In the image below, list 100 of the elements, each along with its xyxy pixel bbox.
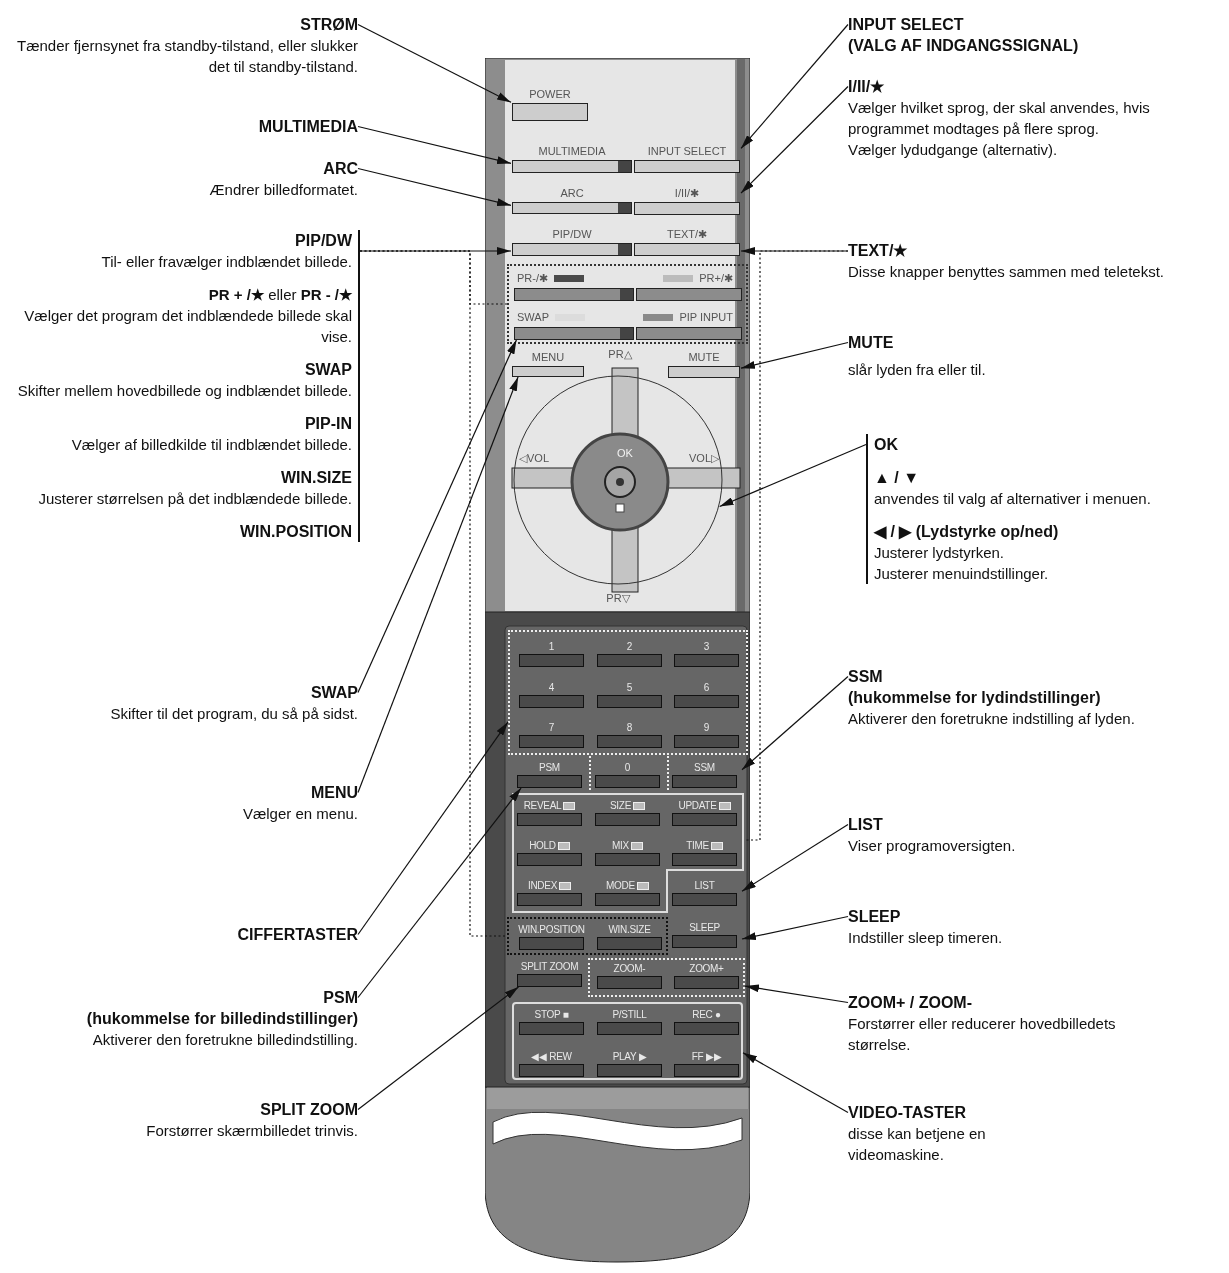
leader-arrow bbox=[742, 1052, 849, 1114]
callout-title: MENU bbox=[310, 783, 358, 803]
button-label: MUTE bbox=[688, 351, 720, 364]
button-label: SWAP bbox=[517, 311, 549, 324]
callout-title: SWAP bbox=[304, 360, 352, 380]
callout-title: VIDEO-TASTER bbox=[848, 1103, 966, 1123]
callout-title: LIST bbox=[848, 815, 883, 835]
leader-arrow bbox=[740, 23, 849, 150]
button-label: REVEAL bbox=[523, 799, 562, 812]
button-label: SPLIT ZOOM bbox=[520, 960, 579, 973]
callout-title: STRØM bbox=[300, 15, 358, 35]
callout-title: PIP/DW bbox=[295, 231, 352, 251]
pad-label: PR▽ bbox=[605, 592, 632, 605]
callout-title: SPLIT ZOOM bbox=[260, 1100, 358, 1120]
callout-text: Forstørrer eller reducerer hovedbilledets størrelse. bbox=[848, 1014, 1117, 1055]
leader-arrow bbox=[357, 376, 519, 794]
callout-title: PIP-IN bbox=[304, 414, 352, 434]
button-label: FF ▶▶ bbox=[691, 1050, 722, 1063]
button-label: INPUT SELECT bbox=[647, 145, 727, 158]
callout-text: Ændrer billedformatet. bbox=[209, 180, 358, 200]
button-group-frame bbox=[508, 630, 748, 755]
callout-title: MUTE bbox=[848, 333, 894, 353]
leader-arrow bbox=[357, 167, 512, 206]
button-group-frame bbox=[507, 917, 668, 955]
button-label: UPDATE bbox=[678, 799, 717, 812]
leader-arrow bbox=[741, 915, 849, 941]
callout-text: Vælger lydudgange (alternativ). bbox=[848, 140, 1058, 160]
leader-arrow bbox=[357, 986, 520, 1111]
button-label: 2 bbox=[626, 640, 633, 653]
button-label: ZOOM+ bbox=[689, 962, 724, 975]
button-label: PIP INPUT bbox=[679, 311, 733, 324]
leader-arrow bbox=[740, 247, 849, 255]
button-label: SIZE bbox=[610, 799, 631, 812]
button-label: ◀◀ REW bbox=[531, 1050, 572, 1063]
button-label: INDEX bbox=[527, 879, 558, 892]
button-label: SSM bbox=[694, 761, 715, 774]
callout-title: (VALG AF INDGANGSSIGNAL) bbox=[848, 36, 1079, 56]
button-label: P/STILL bbox=[612, 1008, 647, 1021]
callout-title: SLEEP bbox=[848, 907, 901, 927]
leader-arrow bbox=[357, 787, 522, 999]
button-group-frame bbox=[588, 958, 745, 997]
button-label: POWER bbox=[529, 88, 571, 101]
button-label: 6 bbox=[703, 681, 710, 694]
button-label: STOP ■ bbox=[534, 1008, 569, 1021]
button-label: MODE bbox=[606, 879, 635, 892]
callout-text: Disse knapper benyttes sammen med teletekst. bbox=[848, 262, 1164, 282]
callout-title: MULTIMEDIA bbox=[258, 117, 358, 137]
callout-title: PSM bbox=[323, 988, 358, 1008]
button-label: WIN.SIZE bbox=[608, 923, 651, 936]
button-group-frame bbox=[512, 1002, 743, 1080]
button-label: ZOOM- bbox=[613, 962, 646, 975]
callout-title: OK bbox=[874, 435, 898, 455]
button-label: 4 bbox=[548, 681, 555, 694]
leader-arrow bbox=[740, 341, 849, 369]
button-label: SLEEP bbox=[689, 921, 720, 934]
button-label: 5 bbox=[626, 681, 633, 694]
callout-text: Skifter til det program, du så på sidst. bbox=[110, 704, 358, 724]
button-label: 7 bbox=[548, 721, 555, 734]
callout-text: anvendes til valg af alternativer i menuen. bbox=[874, 489, 1151, 509]
leader-arrow bbox=[357, 721, 509, 936]
leader-arrow bbox=[357, 125, 512, 164]
button-label: 8 bbox=[626, 721, 633, 734]
callout-text: Vælger en menu. bbox=[242, 804, 358, 824]
callout-text: Vælger det program det indblændede billede skal vise. bbox=[23, 306, 352, 347]
callout-text: disse kan betjene en videomaskine. bbox=[848, 1124, 987, 1165]
leader-arrow bbox=[359, 247, 512, 255]
button-label: TEXT/✱ bbox=[666, 228, 708, 241]
callout-text: Tænder fjernsynet fra standby-tilstand, eller slukker det til standby-tilstand. bbox=[16, 36, 358, 77]
callout-title: INPUT SELECT bbox=[848, 15, 964, 35]
leader-arrow bbox=[741, 675, 849, 771]
button-label: 0 bbox=[624, 761, 631, 774]
button-label: 3 bbox=[703, 640, 710, 653]
leader-arrow bbox=[740, 85, 849, 194]
callout-title: SSM bbox=[848, 667, 883, 687]
button-label: WIN.POSITION bbox=[518, 923, 585, 936]
callout-title: I/II/★ bbox=[848, 77, 885, 97]
leader-arrow bbox=[357, 339, 517, 694]
button-label: PR-/✱ bbox=[517, 272, 548, 285]
callout-text: Til- eller fravælger indblændet billede. bbox=[101, 252, 352, 272]
button-label: MULTIMEDIA bbox=[538, 145, 606, 158]
leader-arrow bbox=[744, 984, 849, 1004]
callout-title: WIN.POSITION bbox=[240, 522, 352, 542]
leader-arrow bbox=[719, 443, 867, 508]
callout-text: Indstiller sleep timeren. bbox=[848, 928, 1003, 948]
leader-line bbox=[359, 250, 508, 937]
callout-title: SWAP bbox=[310, 683, 358, 703]
button-label: PR+/✱ bbox=[699, 272, 733, 285]
button-label: ARC bbox=[560, 187, 584, 200]
pad-label: OK bbox=[616, 447, 634, 460]
button-group-frame bbox=[507, 264, 748, 344]
callout-text: Aktiverer den foretrukne billedindstilling. bbox=[92, 1030, 358, 1050]
callout-title: ◀ / ▶ (Lydstyrke op/ned) bbox=[874, 522, 1059, 542]
callout-title: WIN.SIZE bbox=[280, 468, 352, 488]
callout-text: Justerer størrelsen på det indblændede billede. bbox=[38, 489, 352, 509]
callout-title: CIFFERTASTER bbox=[237, 925, 358, 945]
callout-title: TEXT/★ bbox=[848, 241, 908, 261]
leader-arrow bbox=[741, 823, 849, 892]
callout-title: ZOOM+ / ZOOM- bbox=[848, 993, 972, 1013]
pad-label: PR△ bbox=[607, 348, 633, 361]
button-label: MENU bbox=[531, 351, 565, 364]
